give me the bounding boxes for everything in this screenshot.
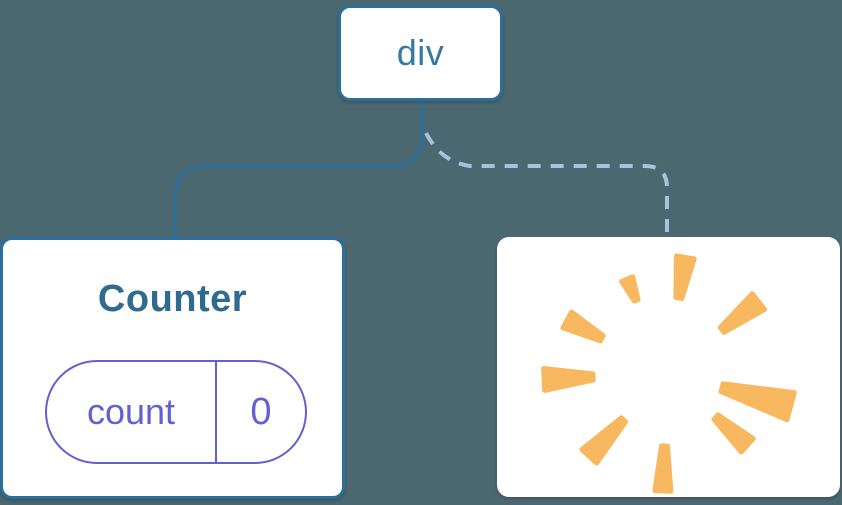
removed-node <box>497 237 840 497</box>
counter-node: Counter count 0 <box>0 237 345 499</box>
state-key-label: count <box>86 391 176 432</box>
state-pill: count 0 <box>45 360 307 464</box>
root-node-div: div <box>338 5 503 101</box>
pill-divider <box>215 362 217 462</box>
root-node-label: div <box>396 32 445 73</box>
counter-title: Counter <box>97 278 248 320</box>
connector-root-to-counter <box>173 100 424 239</box>
state-value-label: 0 <box>250 390 272 433</box>
connector-root-to-removed <box>424 132 669 239</box>
